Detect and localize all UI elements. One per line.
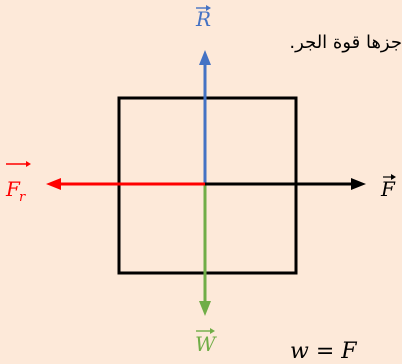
svg-text:r: r	[19, 190, 26, 205]
svg-text:W: W	[195, 332, 217, 356]
svg-text:F: F	[5, 177, 21, 201]
svg-text:F: F	[380, 177, 396, 201]
traction-force-label: F	[380, 174, 396, 201]
svg-text:R: R	[195, 7, 211, 31]
problem-statement-fragment: جزها قوة الجر.	[289, 32, 402, 53]
normal-force-arrowhead	[199, 50, 211, 65]
weight-label: W	[195, 328, 217, 356]
friction-force-label: F r	[5, 161, 31, 205]
normal-force-label: R	[195, 5, 211, 31]
friction-force-arrowhead	[46, 178, 61, 190]
weight-arrowhead	[199, 301, 211, 316]
traction-force-arrowhead	[351, 178, 366, 190]
equation-fragment: w = F	[290, 339, 357, 364]
